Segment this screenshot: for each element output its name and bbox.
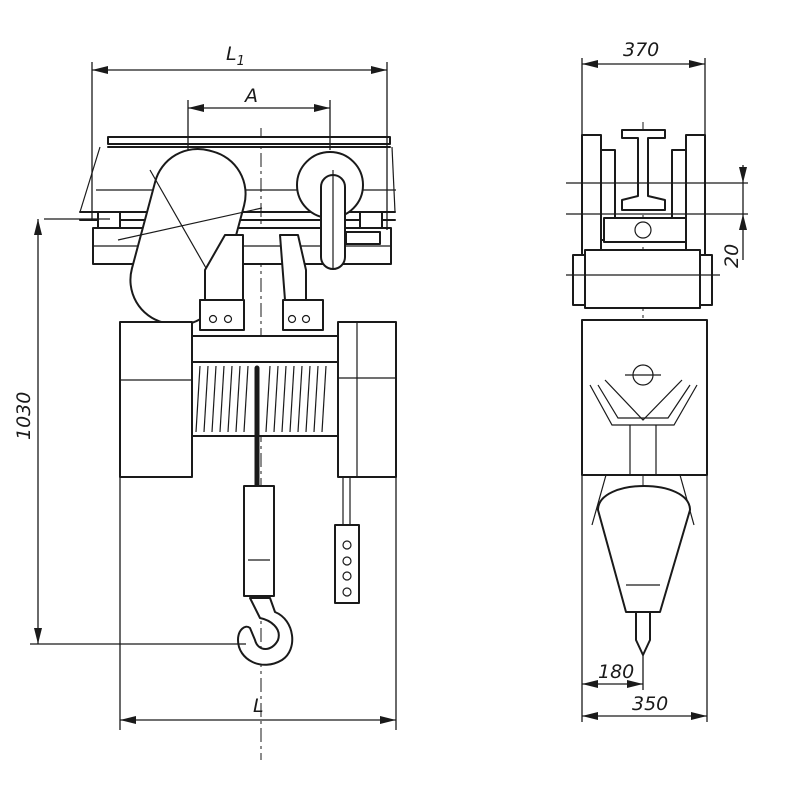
rail-profile [621,129,666,211]
dim-l [119,477,397,730]
label-20: 20 [721,244,743,268]
label-350: 350 [632,693,668,715]
dim-a [187,100,331,150]
label-1030: 1030 [13,392,35,440]
dim-1030 [30,219,246,645]
hoist-body [119,321,397,478]
label-180: 180 [598,661,634,683]
pendant-control [334,478,360,604]
label-a: A [243,85,258,107]
rope-drum [195,365,327,433]
dim-20 [739,165,747,260]
side-hoist-body [581,319,708,476]
side-view: 370 20 180 350 [566,39,748,722]
side-hook-block [591,474,695,656]
dim-180-350 [581,475,708,722]
hanger-brackets [199,234,324,331]
trolley-wheel [296,151,381,270]
label-l: L [253,695,264,717]
dim-370 [581,58,706,135]
label-370: 370 [623,39,659,61]
front-view: L1 A 1030 L [13,43,397,760]
side-trolley [566,134,748,309]
hook-assembly [237,365,294,666]
dim-l1 [91,62,388,230]
label-l1: L1 [226,43,245,69]
